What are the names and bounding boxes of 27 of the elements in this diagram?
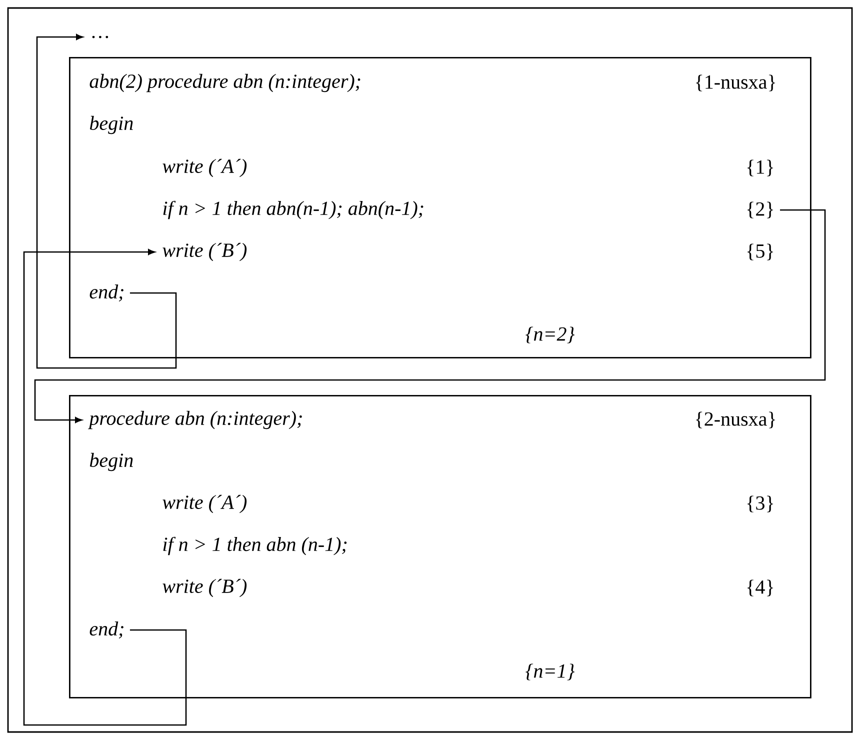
code-line: end; bbox=[90, 284, 124, 302]
code-line: write (´B´) bbox=[162, 578, 247, 598]
call-label: {n=2} bbox=[526, 326, 575, 344]
code-line: if n > 1 then abn(n-1); abn(n-1); bbox=[163, 200, 424, 220]
comment-label: {2-nusxa} bbox=[696, 412, 775, 428]
arrow bbox=[23, 249, 187, 726]
code-line: write (´A´) bbox=[162, 494, 247, 514]
code-line: begin bbox=[90, 116, 133, 134]
code-line: end; bbox=[90, 622, 124, 638]
comment-label: {1-nusxa} bbox=[696, 74, 775, 92]
arrow bbox=[36, 34, 177, 369]
ellipsis-text: … bbox=[92, 36, 108, 38]
arrow bbox=[34, 209, 826, 423]
code-box bbox=[69, 395, 812, 698]
code-line: write (´B´) bbox=[162, 242, 247, 262]
code-line: if n > 1 then abn (n-1); bbox=[163, 536, 347, 556]
code-line: begin bbox=[90, 452, 133, 472]
call-label: {n=1} bbox=[526, 664, 575, 680]
code-line: write (´A´) bbox=[162, 158, 247, 178]
comment-label: {4} bbox=[747, 580, 773, 596]
code-line: abn(2) procedure abn (n:integer); bbox=[90, 74, 360, 92]
comment-label: {1} bbox=[747, 160, 773, 176]
comment-label: {3} bbox=[747, 496, 773, 512]
code-box bbox=[69, 57, 812, 358]
code-line: procedure abn (n:integer); bbox=[88, 410, 302, 430]
comment-label: {2} bbox=[747, 202, 773, 218]
comment-label: {5} bbox=[747, 244, 773, 260]
